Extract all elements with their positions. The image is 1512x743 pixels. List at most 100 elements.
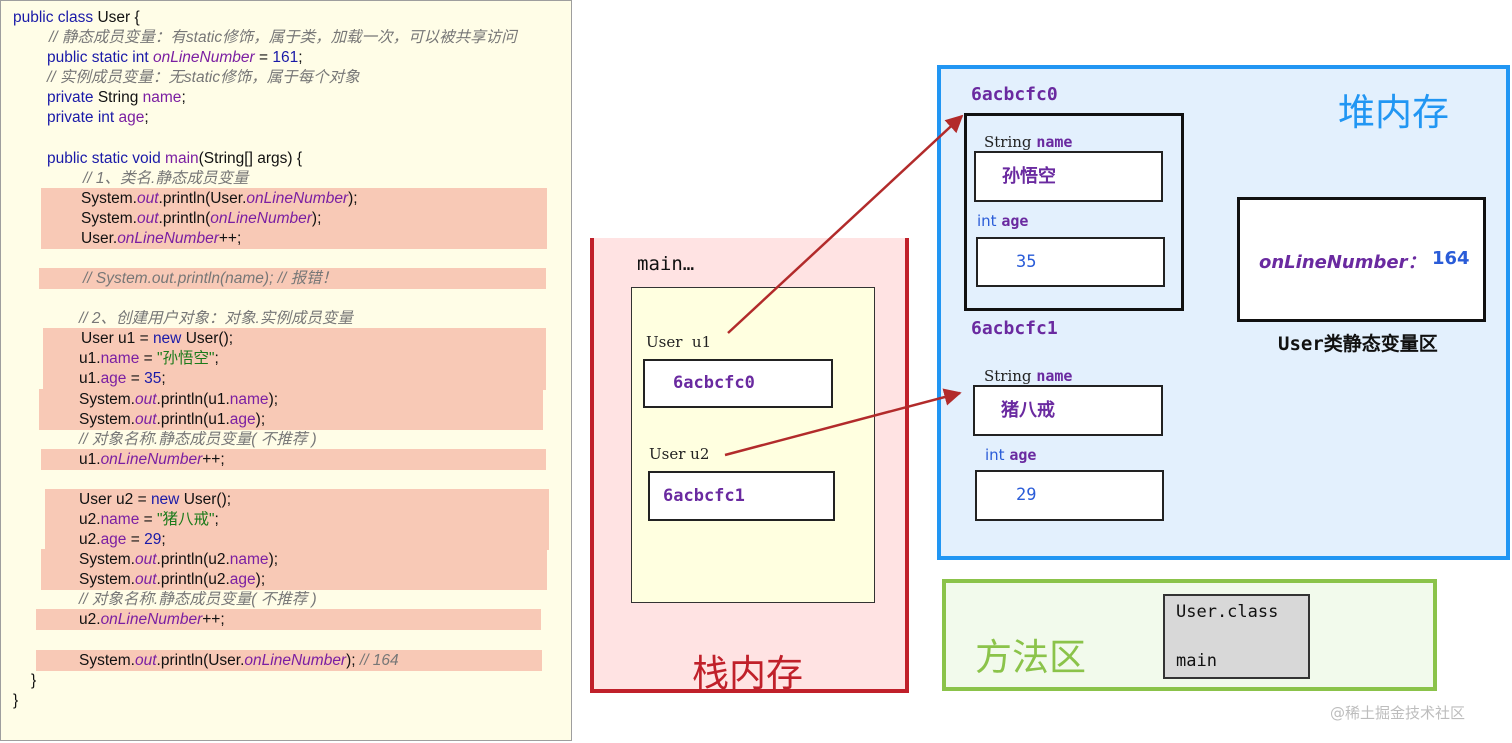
main-stack-frame: [631, 287, 875, 603]
code-line: // 1、类名.静态成员变量: [83, 169, 248, 189]
code-token: .println(u1.: [156, 390, 230, 408]
user-class-name: User.class: [1176, 602, 1279, 622]
code-token: }: [31, 671, 37, 689]
code-token: onLineNumber: [210, 209, 312, 227]
code-token: System.: [79, 571, 135, 589]
static-variable-name: onLineNumber：: [1259, 252, 1426, 273]
code-token: "孙悟空": [157, 350, 215, 368]
static-area-label: User类静态变量区: [1278, 333, 1438, 355]
code-highlight: [36, 649, 542, 671]
object1-box: [964, 113, 1184, 311]
code-token: onLineNumber: [244, 651, 347, 669]
code-token: // 静态成员变量：有static修饰，属于类，加载一次，可以被共享访问: [49, 29, 517, 47]
code-token: out: [134, 551, 157, 569]
object2-age-value-box: [975, 470, 1164, 521]
u1-reference-arrow: [727, 114, 964, 334]
code-token: age: [100, 531, 127, 549]
code-line: System.out.println(u1.name);: [79, 390, 278, 410]
code-token: new: [152, 330, 186, 348]
code-token: .println(u2.: [156, 551, 230, 569]
code-token: onLineNumber: [152, 49, 255, 67]
code-token: out: [134, 410, 157, 428]
code-token: main: [165, 149, 199, 167]
code-highlight: [41, 187, 547, 249]
code-token: =: [139, 511, 158, 528]
code-line: System.out.println(User.onLineNumber); /…: [79, 651, 399, 671]
code-token: =: [126, 370, 145, 388]
object1-name-value-box: [974, 151, 1163, 202]
code-token: .println(: [158, 209, 211, 227]
code-token: u1.: [79, 450, 101, 468]
static-variable-value: 164: [1432, 248, 1470, 269]
code-highlight: [36, 609, 541, 631]
code-highlight: [43, 328, 546, 390]
code-highlight: [41, 549, 547, 591]
code-token: // 1、类名.静态成员变量: [83, 169, 249, 187]
u2-reference-arrow: [724, 388, 962, 457]
code-token: System.: [79, 651, 135, 669]
object1-address: 6acbcfc0: [971, 84, 1058, 105]
code-line: // 2、创建用户对象：对象.实例成员变量: [79, 309, 353, 329]
object1-age-value: 35: [1016, 252, 1037, 272]
code-line: public static void main(String[] args) {: [47, 149, 302, 169]
code-token: u1.: [79, 370, 101, 388]
code-line: u2.name = "猪八戒";: [79, 510, 219, 530]
code-token: ;: [214, 350, 219, 368]
code-token: );: [255, 410, 266, 428]
code-token: private int: [47, 109, 119, 127]
code-line: // System.out.println(name); // 报错！: [83, 269, 337, 289]
code-token: =: [139, 350, 158, 368]
code-token: name: [229, 551, 269, 569]
code-token: name: [100, 350, 140, 368]
code-token: out: [134, 571, 157, 589]
code-token: );: [268, 390, 279, 408]
code-token: out: [136, 209, 159, 227]
code-token: name: [142, 89, 182, 107]
code-token: onLineNumber: [117, 229, 219, 247]
code-token: // 对象名称.静态成员变量( 不推荐 ): [79, 591, 317, 609]
code-token: // 对象名称.静态成员变量( 不推荐 ): [79, 430, 317, 448]
code-line: User.onLineNumber++;: [81, 229, 241, 249]
code-token: );: [255, 571, 266, 589]
code-line: u1.age = 35;: [79, 369, 166, 389]
code-line: System.out.println(onLineNumber);: [81, 209, 321, 229]
code-highlight: [41, 448, 546, 470]
code-token: ;: [161, 531, 166, 549]
code-token: ;: [298, 49, 303, 67]
code-token: =: [126, 531, 145, 549]
object2-name-field-label: String name: [984, 367, 1073, 385]
object2-name-value-box: [973, 385, 1163, 436]
code-line: u2.age = 29;: [79, 530, 166, 550]
heap-title: 堆内存: [1338, 91, 1449, 134]
code-token: User u1 =: [81, 330, 153, 348]
code-token: =: [254, 49, 273, 67]
code-token: System.: [79, 551, 135, 569]
code-token: System.: [79, 390, 135, 408]
code-token: User {: [97, 9, 140, 26]
code-token: );: [346, 651, 360, 669]
code-line: // 实例成员变量：无static修饰，属于每个对象: [47, 68, 360, 88]
code-token: age: [100, 370, 127, 388]
main-method-name: main: [1176, 651, 1217, 671]
code-token: u2.: [79, 611, 101, 629]
code-token: User();: [185, 330, 234, 348]
code-line: User u2 = new User();: [79, 490, 231, 510]
code-token: ;: [214, 511, 219, 528]
code-panel: public class User {// 静态成员变量：有static修饰，属…: [0, 0, 572, 741]
code-token: name: [229, 390, 269, 408]
u1-reference-box: 6acbcfc0: [643, 359, 833, 408]
code-token: public static void: [47, 149, 166, 167]
code-token: .println(u1.: [156, 410, 230, 428]
code-token: onLineNumber: [100, 611, 203, 629]
code-token: out: [136, 189, 159, 207]
object2-address: 6acbcfc1: [971, 318, 1058, 339]
code-token: age: [229, 410, 256, 428]
u2-reference-box: 6acbcfc1: [648, 471, 835, 521]
code-token: age: [118, 109, 145, 127]
code-token: name: [100, 511, 140, 528]
code-token: System.: [79, 410, 135, 428]
code-token: .println(User.: [158, 189, 247, 207]
code-highlight: [39, 268, 546, 290]
code-token: out: [134, 390, 157, 408]
code-token: User u2 =: [79, 490, 151, 508]
